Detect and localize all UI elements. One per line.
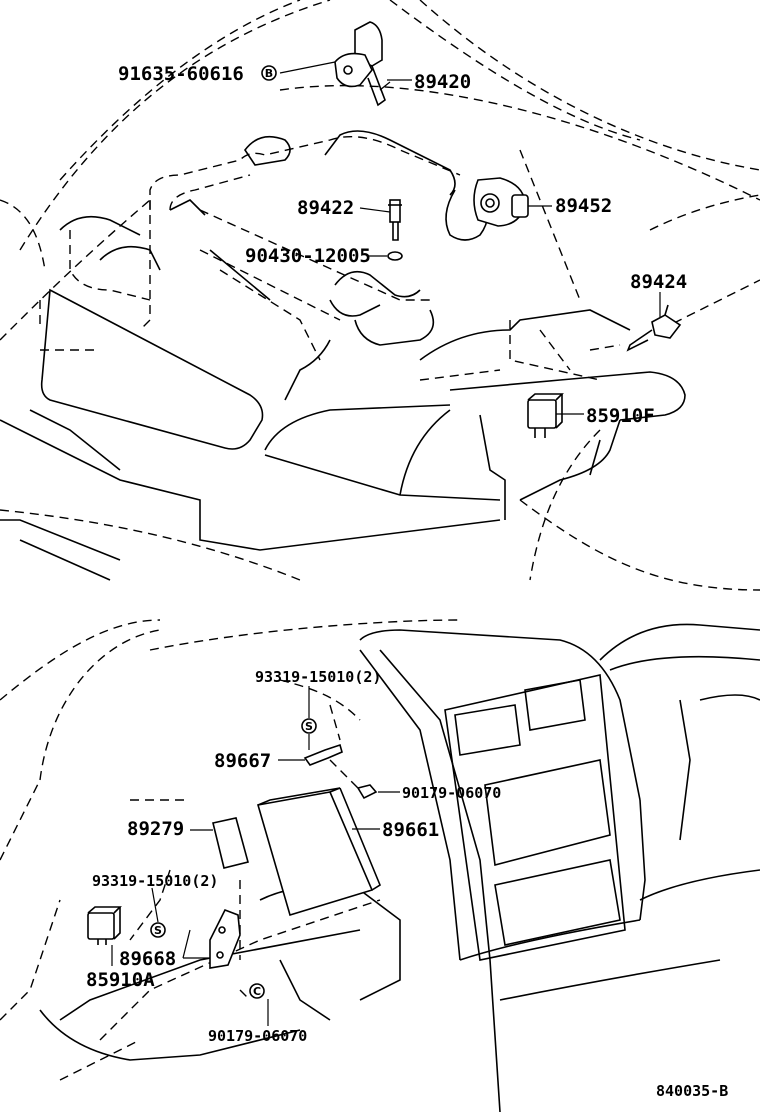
label-85910f: 85910F: [586, 405, 655, 427]
label-85910a: 85910A: [86, 969, 155, 991]
nut-symbol-letter: C: [253, 985, 261, 998]
label-89424: 89424: [630, 271, 687, 293]
bolt-symbol-letter: B: [265, 67, 273, 80]
screw-symbol-bottom-icon: [150, 922, 166, 938]
label-90179-06070-bottom: 90179-06070: [208, 1027, 307, 1045]
label-90179-06070-top: 90179-06070: [402, 784, 501, 802]
label-89420: 89420: [414, 71, 471, 93]
label-89667: 89667: [214, 750, 271, 772]
label-89422: 89422: [297, 197, 354, 219]
label-91635-60616: 91635-60616: [118, 63, 244, 85]
screw-symbol-top-icon: [301, 718, 317, 734]
label-89661: 89661: [382, 819, 439, 841]
label-90430-12005: 90430-12005: [245, 245, 371, 267]
dashboard-illustration: [0, 619, 760, 1112]
figure-id: 840035-B: [656, 1082, 728, 1100]
label-89668: 89668: [119, 948, 176, 970]
label-93319-15010-bottom: 93319-15010(2): [92, 872, 218, 890]
bolt-symbol-icon: [261, 65, 277, 81]
label-93319-15010-top: 93319-15010(2): [255, 668, 381, 686]
engine-bay-illustration: [0, 0, 760, 591]
nut-symbol-icon: [249, 983, 265, 999]
bottom-leader-lines: [111, 686, 400, 1026]
top-leader-lines: [279, 61, 661, 415]
screw-symbol-top-letter: S: [305, 720, 313, 733]
label-89279: 89279: [127, 818, 184, 840]
screw-symbol-bottom-letter: S: [154, 924, 162, 937]
label-89452: 89452: [555, 195, 612, 217]
